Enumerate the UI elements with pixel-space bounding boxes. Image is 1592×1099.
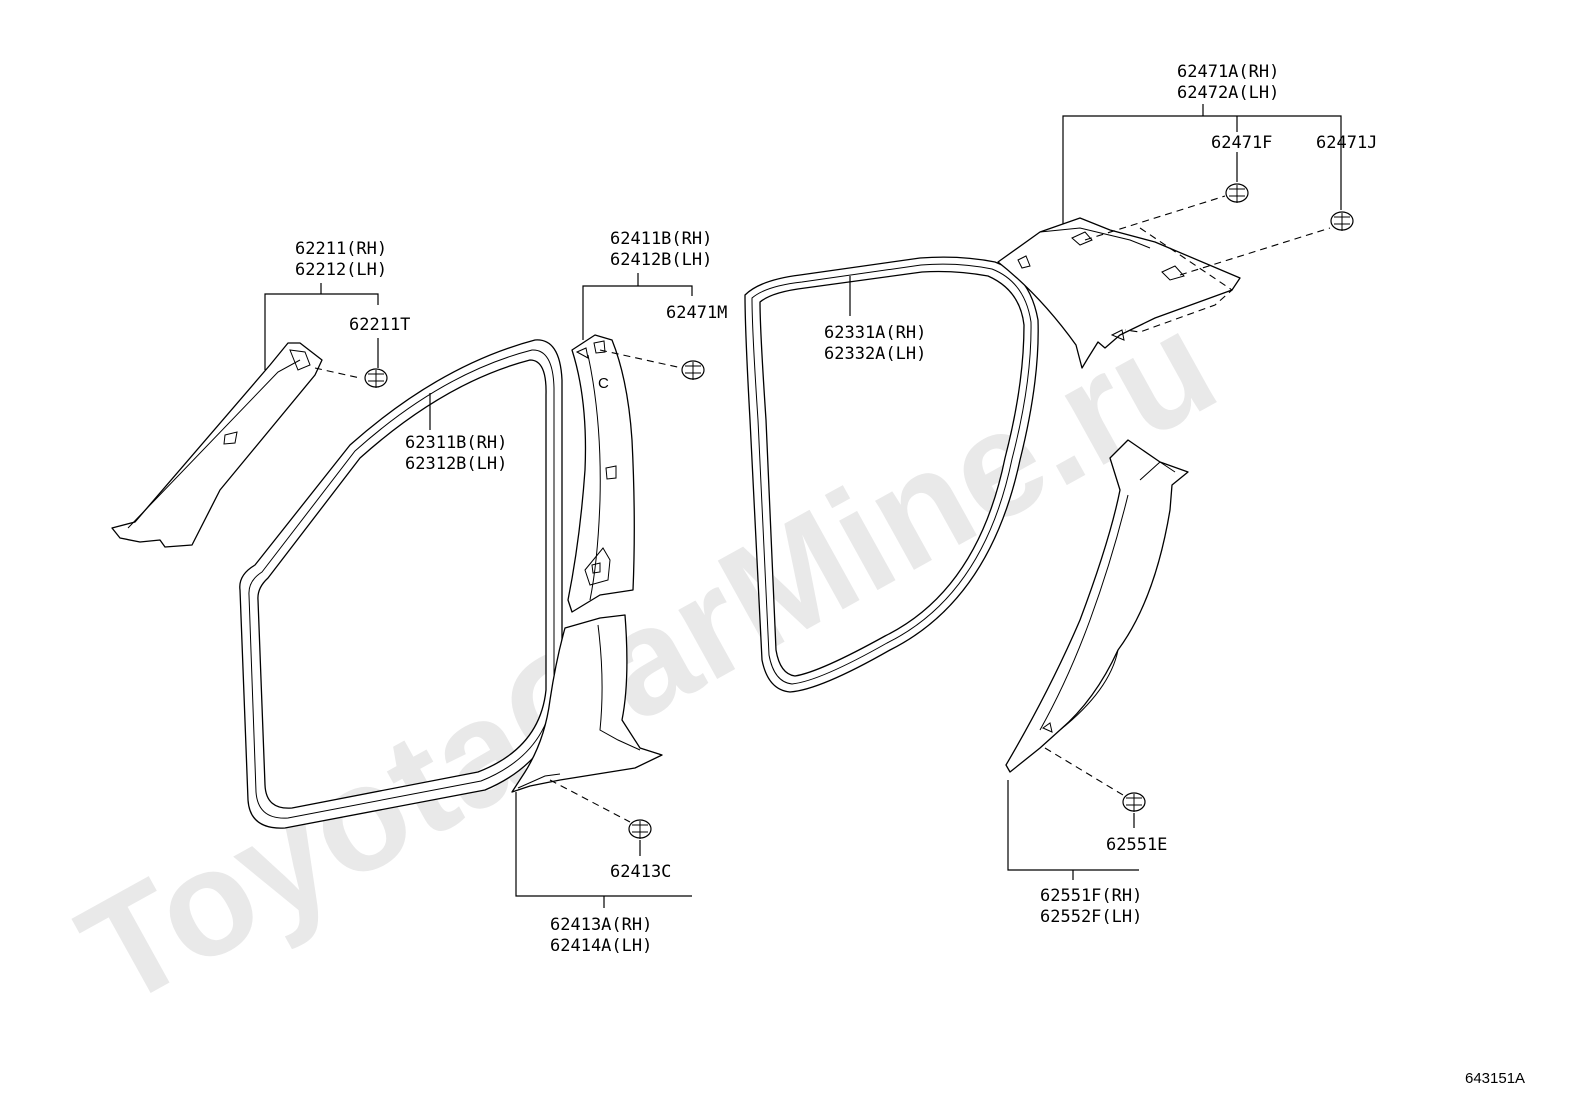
clip-62551E[interactable] [1122, 792, 1146, 812]
rear-weatherstrip-group[interactable]: 62331A(RH) 62332A(LH) [744, 256, 1039, 693]
c-pillar-tab-1 [1017, 255, 1031, 269]
label-62413C: 62413C [610, 862, 671, 882]
label-62411B-rh: 62411B(RH) [610, 229, 712, 249]
c-pillar-edge [1039, 227, 1151, 249]
label-62312B-lh: 62312B(LH) [405, 454, 507, 474]
label-62551F-rh: 62551F(RH) [1040, 886, 1142, 906]
quarter-trim-group[interactable]: 62551E 62551F(RH) 62552F(LH) [1005, 439, 1189, 927]
label-62471F: 62471F [1211, 133, 1272, 153]
label-62471J: 62471J [1316, 133, 1377, 153]
label-62471M: 62471M [666, 303, 727, 323]
b-pillar-lower-edge [517, 773, 561, 789]
b-pillar-lower-group[interactable]: 62413C 62413A(RH) 62414A(LH) [511, 614, 692, 956]
quarter-trim-top [1139, 461, 1176, 481]
clip-62471F[interactable] [1225, 183, 1249, 203]
leader-quarter-trim [1007, 780, 1139, 871]
label-62331A-rh: 62331A(RH) [824, 323, 926, 343]
label-62551E: 62551E [1106, 835, 1167, 855]
label-62311B-rh: 62311B(RH) [405, 433, 507, 453]
label-62413A-rh: 62413A(RH) [550, 915, 652, 935]
dash-b-pillar-lower-clip [549, 779, 631, 823]
label-62414A-lh: 62414A(LH) [550, 936, 652, 956]
c-pillar-group[interactable]: 62471A(RH) 62472A(LH) 62471F 62471J [997, 62, 1377, 369]
label-62471A-rh: 62471A(RH) [1177, 62, 1279, 82]
label-62412B-lh: 62412B(LH) [610, 250, 712, 270]
b-pillar-marker-c: C [598, 375, 609, 392]
rear-door-weatherstrip[interactable] [744, 256, 1039, 693]
rear-weatherstrip-mid [751, 263, 1032, 685]
b-pillar-upper-slot [605, 465, 617, 480]
clip-62471J[interactable] [1330, 211, 1354, 231]
clip-62211T[interactable] [364, 368, 388, 388]
quarter-trim-tab [1041, 722, 1053, 733]
b-pillar-upper-tab-2 [593, 340, 606, 354]
dash-62471F [1084, 195, 1226, 241]
c-pillar-tab-4 [1110, 329, 1125, 341]
label-62212-lh: 62212(LH) [295, 260, 387, 280]
a-pillar-slot [223, 431, 238, 445]
clip-62471M[interactable] [681, 360, 705, 380]
quarter-trim-inner [1039, 494, 1129, 731]
dash-62471J [1179, 227, 1331, 276]
a-pillar-inner-edge [127, 359, 301, 529]
dash-quarter-trim-clip [1044, 747, 1124, 796]
dash-b-pillar-clip [599, 349, 683, 369]
b-pillar-upper-inner [587, 354, 601, 601]
label-62332A-lh: 62332A(LH) [824, 344, 926, 364]
label-62211T: 62211T [349, 315, 410, 335]
c-pillar-tab-2 [1071, 231, 1093, 246]
b-pillar-upper-slot-2 [591, 562, 601, 574]
b-pillar-upper-garnish[interactable] [567, 334, 635, 613]
b-pillar-upper-group[interactable]: C 62411B(RH) 62412B(LH) 62471M [567, 229, 727, 613]
dash-c-pillar-outline [1124, 227, 1233, 333]
dash-a-pillar-clip [314, 367, 361, 379]
label-62211-rh: 62211(RH) [295, 239, 387, 259]
leader-b-pillar-lower [515, 792, 692, 897]
a-pillar-garnish[interactable] [111, 342, 323, 548]
figure-number: 643151A [1465, 1070, 1525, 1087]
b-pillar-upper-tab-1 [575, 347, 589, 359]
a-pillar-garnish-group[interactable]: 62211(RH) 62212(LH) 62211T [111, 239, 410, 548]
quarter-trim-curve [1059, 649, 1119, 731]
label-62472A-lh: 62472A(LH) [1177, 83, 1279, 103]
b-pillar-lower-garnish[interactable] [511, 614, 663, 793]
label-62552F-lh: 62552F(LH) [1040, 907, 1142, 927]
b-pillar-upper-lower-tab [584, 547, 611, 586]
leader-c-pillar [1062, 115, 1342, 224]
c-pillar-tab-3 [1161, 265, 1185, 281]
a-pillar-tab [289, 349, 311, 371]
b-pillar-lower-inner [597, 624, 641, 751]
c-pillar-garnish[interactable] [997, 217, 1241, 369]
clip-62413C[interactable] [628, 819, 652, 839]
